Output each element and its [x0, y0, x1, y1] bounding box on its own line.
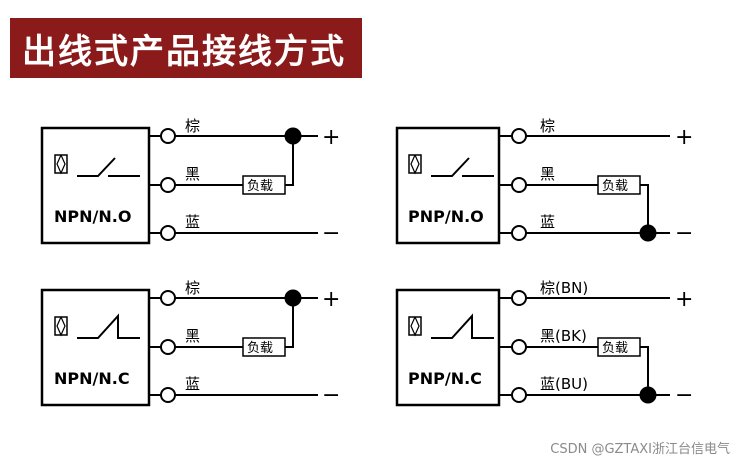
load-label: 负载 [602, 179, 628, 194]
page-title: 出线式产品接线方式 [22, 31, 346, 72]
terminal-blue [511, 225, 527, 241]
junction-dot [284, 289, 302, 307]
minus-sign: − [322, 221, 340, 246]
diagram-label: PNP/N.C [408, 369, 482, 388]
diagram-pnp-no [395, 126, 670, 245]
plus-sign: + [322, 287, 340, 312]
wire-label-brown: 棕 [540, 117, 555, 135]
sensor-diamond-icon [56, 316, 66, 337]
terminal-brown [511, 290, 527, 306]
wire-label-blue: 蓝 [540, 213, 555, 231]
minus-sign: − [322, 383, 340, 408]
diagram-label: PNP/N.O [408, 207, 484, 226]
junction-dot [639, 224, 657, 242]
terminal-black [511, 339, 527, 355]
minus-sign: − [675, 221, 693, 246]
sensor-diamond-icon [410, 316, 420, 337]
diagram-label: NPN/N.C [54, 369, 130, 388]
wire-label-brown: 棕 [185, 117, 200, 135]
diagram-npn-no [40, 126, 318, 245]
switch-no-icon [77, 157, 116, 177]
terminal-brown [160, 128, 176, 144]
terminal-black [511, 177, 527, 193]
diagram-pnp-nc [395, 288, 670, 407]
switch-nc-icon [77, 313, 140, 339]
diagram-pnp-no-labels: PNP/N.O 棕 黑 蓝 负载 + − [408, 117, 693, 246]
terminal-black [160, 339, 176, 355]
wire-label-black: 黑 [540, 165, 555, 183]
plus-sign: + [675, 125, 693, 150]
terminal-blue [511, 387, 527, 403]
wire-label-blue: 蓝(BU) [540, 375, 588, 393]
load-label: 负载 [602, 341, 628, 356]
switch-no-icon [431, 157, 470, 177]
wire-label-black: 黑 [185, 327, 200, 345]
plus-sign: + [322, 125, 340, 150]
terminal-blue [160, 225, 176, 241]
watermark: CSDN @GZTAXI浙江台信电气 [550, 442, 730, 457]
diagram-pnp-nc-labels: PNP/N.C 棕(BN) 黑(BK) 蓝(BU) 负载 + − [408, 279, 693, 408]
wire-label-brown: 棕 [185, 279, 200, 297]
sensor-diamond-icon [410, 154, 420, 175]
diagram-npn-no-labels: NPN/N.O 棕 黑 蓝 负载 + − [54, 117, 340, 246]
wire-label-black: 黑 [185, 165, 200, 183]
load-label: 负载 [247, 341, 273, 356]
junction-dot [639, 386, 657, 404]
terminal-blue [160, 387, 176, 403]
junction-dot [284, 127, 302, 145]
load-label: 负载 [247, 179, 273, 194]
wire-label-brown: 棕(BN) [540, 279, 588, 297]
minus-sign: − [675, 383, 693, 408]
plus-sign: + [675, 287, 693, 312]
switch-nc-icon [431, 313, 494, 339]
diagram-label: NPN/N.O [54, 207, 131, 226]
terminal-black [160, 177, 176, 193]
terminal-brown [511, 128, 527, 144]
title-banner: 出线式产品接线方式 [10, 18, 362, 78]
sensor-diamond-icon [56, 154, 66, 175]
terminal-brown [160, 290, 176, 306]
diagram-npn-nc [40, 288, 318, 407]
diagram-npn-nc-labels: NPN/N.C 棕 黑 蓝 负载 + − [54, 279, 340, 408]
wire-label-blue: 蓝 [185, 213, 200, 231]
wire-label-black: 黑(BK) [540, 327, 587, 345]
wire-label-blue: 蓝 [185, 375, 200, 393]
